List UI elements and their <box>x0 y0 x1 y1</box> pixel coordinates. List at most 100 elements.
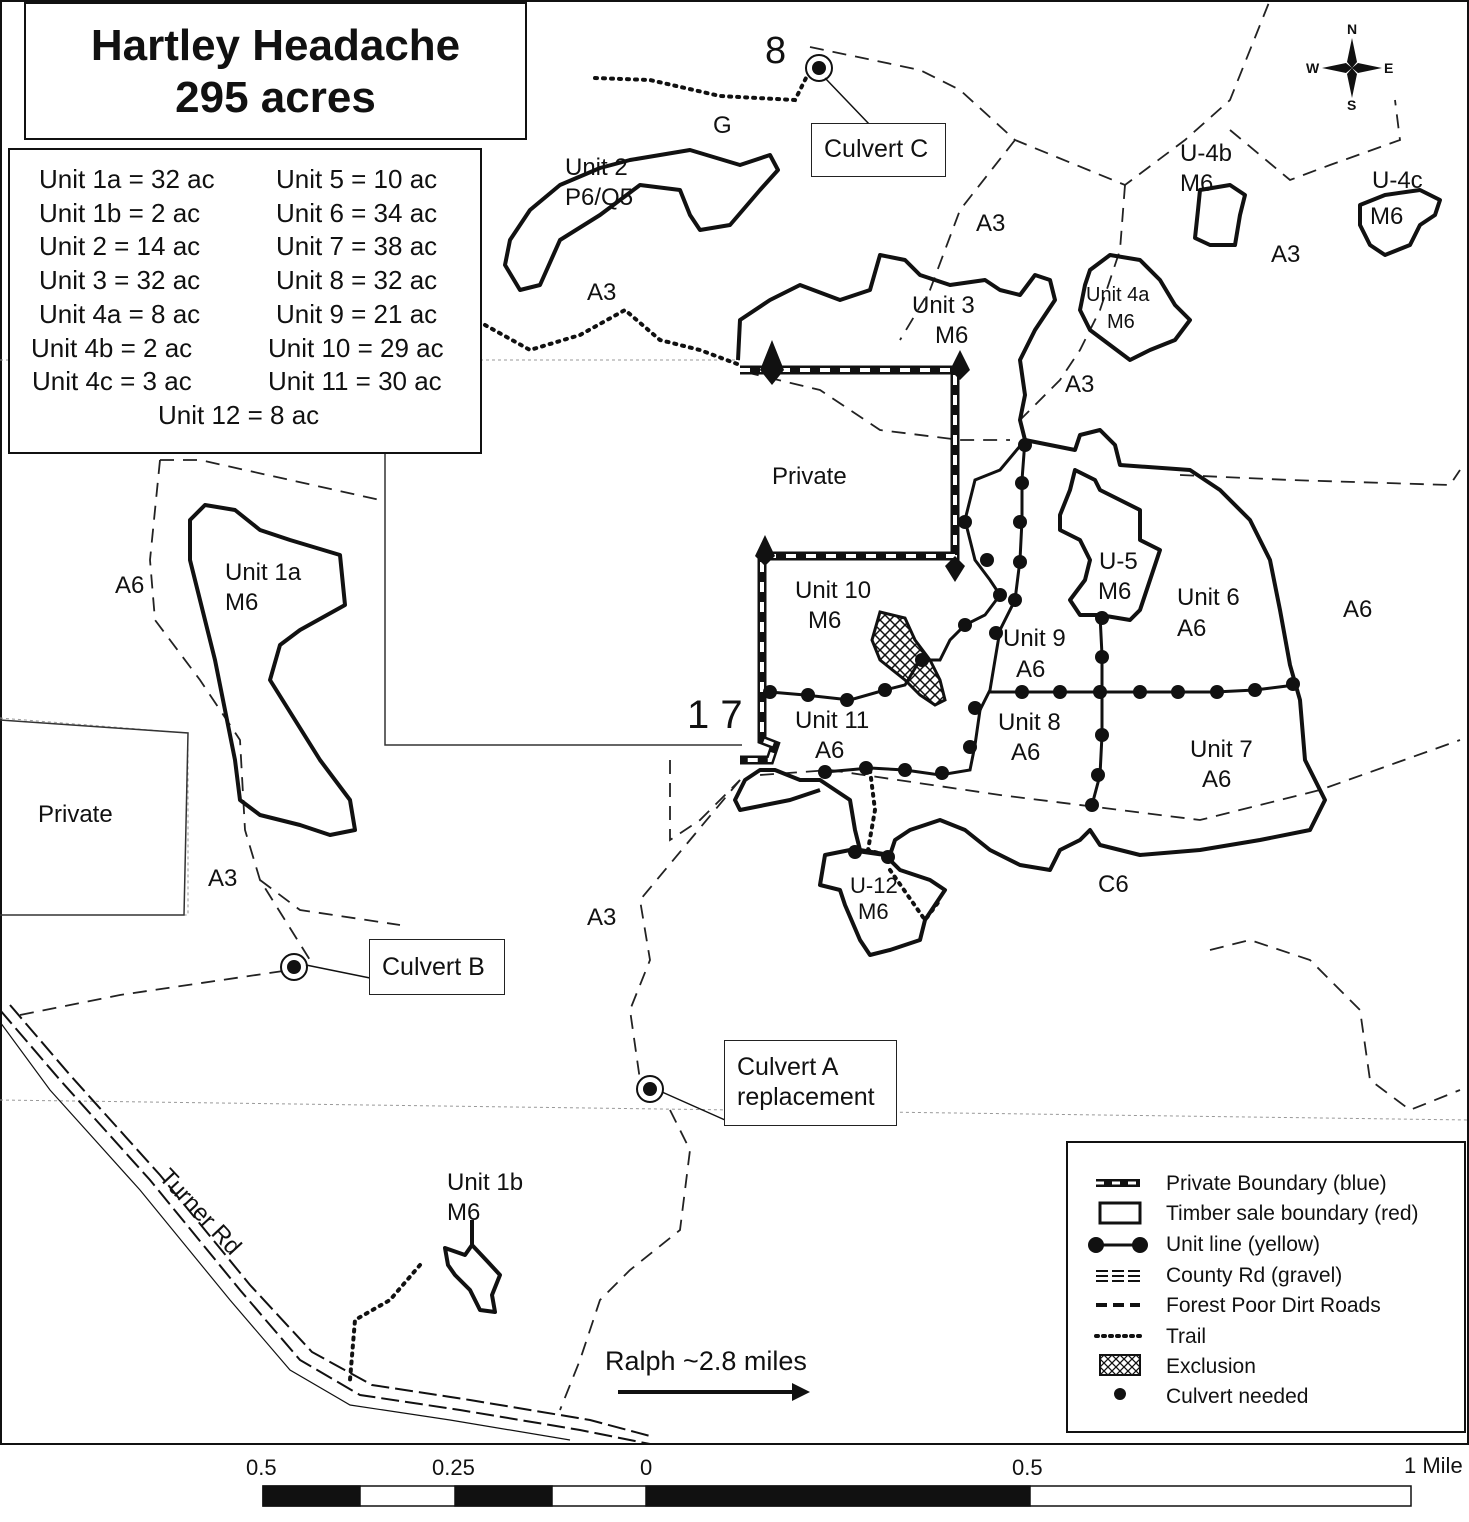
acreage-table: Unit 1a = 32 ac Unit 5 = 10 ac Unit 1b =… <box>8 148 482 454</box>
scale-tick-0-5-right: 0.5 <box>1012 1455 1043 1480</box>
acreage-unit-9: Unit 9 = 21 ac <box>276 299 438 329</box>
label-unit6-b: A6 <box>1177 615 1206 642</box>
acreage-unit-2: Unit 2 = 14 ac <box>39 231 201 261</box>
legend-exclusion-symbol <box>1099 1354 1141 1376</box>
culvert-a-marker[interactable] <box>636 1075 726 1121</box>
legend-county-road-symbol <box>1096 1270 1140 1282</box>
legend-unit-line: Unit line (yellow) <box>1166 1233 1321 1256</box>
label-unit4a-b: M6 <box>1107 311 1135 333</box>
acreage-unit-4c: Unit 4c = 3 ac <box>32 366 192 396</box>
exclusion-area <box>870 610 947 707</box>
label-unit10-b: M6 <box>808 607 841 634</box>
legend-private-boundary: Private Boundary (blue) <box>1166 1172 1387 1195</box>
culvert-b-marker[interactable] <box>280 953 371 981</box>
label-private-2: Private <box>38 801 113 828</box>
acreage-unit-6: Unit 6 = 34 ac <box>276 198 438 228</box>
label-u4b-a: U-4b <box>1180 140 1232 167</box>
label-u12-b: M6 <box>858 899 889 924</box>
culvert-b-label: Culvert B <box>382 953 485 981</box>
ralph-arrow: Ralph ~2.8 miles <box>605 1346 810 1401</box>
culvert-c-callout[interactable]: Culvert C <box>811 123 946 177</box>
culvert-a-sublabel: replacement <box>737 1083 875 1111</box>
unit-4c-boundary <box>1358 188 1442 257</box>
label-a3-4: A3 <box>1065 371 1094 398</box>
map-labels: 8 1 7 G Unit 2 P6/Q5 Unit 3 M6 Unit 4a M… <box>38 30 1423 1260</box>
acreage-unit-12: Unit 12 = 8 ac <box>158 400 320 430</box>
unit-1a-boundary <box>188 503 357 837</box>
culvert-c-label: Culvert C <box>824 135 929 163</box>
label-unit11-a: Unit 11 <box>795 707 869 734</box>
map-frame <box>0 0 1469 1445</box>
county-road-turner <box>0 1004 651 1445</box>
private-boundary <box>740 340 970 765</box>
private-parcel-lines <box>0 362 742 916</box>
label-a3-6: A3 <box>587 904 616 931</box>
acreage-unit-8: Unit 8 = 32 ac <box>276 265 438 295</box>
acreage-unit-4a: Unit 4a = 8 ac <box>39 299 201 329</box>
unit-2-boundary <box>503 148 780 292</box>
label-u5-a: U-5 <box>1099 548 1138 575</box>
label-unit1b-b: M6 <box>447 1199 480 1226</box>
label-unit7-a: Unit 7 <box>1190 736 1253 763</box>
culvert-b-callout[interactable]: Culvert B <box>369 939 505 995</box>
legend-culvert-needed: Culvert needed <box>1166 1385 1309 1408</box>
label-unit3-a: Unit 3 <box>912 292 975 319</box>
label-u12-a: U-12 <box>850 873 898 898</box>
unit-line-vertices <box>763 438 1300 864</box>
label-unit2-a: Unit 2 <box>565 154 628 181</box>
label-a3-3: A3 <box>587 279 616 306</box>
label-u5-b: M6 <box>1098 578 1131 605</box>
label-unit6-a: Unit 6 <box>1177 584 1240 611</box>
label-g: G <box>713 112 732 139</box>
acreage-unit-5: Unit 5 = 10 ac <box>276 164 438 194</box>
acreage-unit-10: Unit 10 = 29 ac <box>268 333 444 363</box>
timber-sale-boundaries <box>188 148 1442 1314</box>
acreage-unit-7: Unit 7 = 38 ac <box>276 231 438 261</box>
label-a6-2: A6 <box>1343 596 1372 623</box>
label-unit2-b: P6/Q5 <box>565 184 633 211</box>
legend-trail: Trail <box>1166 1325 1207 1348</box>
compass-rose: N S W E <box>1306 21 1393 113</box>
scale-tick-0-25: 0.25 <box>432 1455 475 1480</box>
legend-symbols <box>1088 1179 1148 1400</box>
compass-e: E <box>1384 60 1393 76</box>
label-unit1b-a: Unit 1b <box>447 1169 523 1196</box>
legend-county-road: County Rd (gravel) <box>1166 1264 1343 1287</box>
legend-unit-line-symbol <box>1088 1237 1148 1253</box>
label-a3-2: A3 <box>1271 241 1300 268</box>
label-a3-5: A3 <box>208 865 237 892</box>
acreage-unit-4b: Unit 4b = 2 ac <box>31 333 193 363</box>
label-unit4a-a: Unit 4a <box>1086 284 1150 306</box>
label-unit11-b: A6 <box>815 737 844 764</box>
unit-4a-boundary <box>1078 253 1192 362</box>
section-8-label: 8 <box>765 30 786 72</box>
unit-4b-boundary <box>1193 183 1247 247</box>
scale-tick-1-mile: 1 Mile <box>1404 1453 1463 1478</box>
map-legend: Private Boundary (blue) Timber sale boun… <box>1066 1141 1466 1433</box>
label-c6: C6 <box>1098 871 1129 898</box>
ralph-label: Ralph ~2.8 miles <box>605 1346 807 1376</box>
label-private-1: Private <box>772 463 847 490</box>
section-17-label: 1 7 <box>687 693 743 737</box>
label-unit7-b: A6 <box>1202 766 1231 793</box>
acreage-unit-11: Unit 11 = 30 ac <box>268 366 442 396</box>
legend-exclusion: Exclusion <box>1166 1355 1256 1378</box>
label-unit9-b: A6 <box>1016 656 1045 683</box>
map-title: Hartley Headache <box>90 21 461 70</box>
culvert-c-marker[interactable] <box>805 54 871 126</box>
compass-s: S <box>1347 97 1356 113</box>
label-u4c-a: U-4c <box>1372 167 1423 194</box>
legend-dirt-roads: Forest Poor Dirt Roads <box>1166 1294 1381 1317</box>
map-acreage-total: 295 acres <box>175 73 376 122</box>
label-unit1a-a: Unit 1a <box>225 559 302 586</box>
label-unit1a-b: M6 <box>225 589 258 616</box>
scale-tick-0-5-left: 0.5 <box>246 1455 277 1480</box>
label-a6-1: A6 <box>115 572 144 599</box>
culvert-a-label: Culvert A <box>737 1053 839 1081</box>
label-u4c-b: M6 <box>1370 203 1403 230</box>
label-unit9-a: Unit 9 <box>1003 625 1066 652</box>
map-title-box: Hartley Headache 295 acres <box>24 2 527 140</box>
label-unit8-a: Unit 8 <box>998 709 1061 736</box>
label-unit8-b: A6 <box>1011 739 1040 766</box>
culvert-a-callout[interactable]: Culvert A replacement <box>724 1040 897 1126</box>
